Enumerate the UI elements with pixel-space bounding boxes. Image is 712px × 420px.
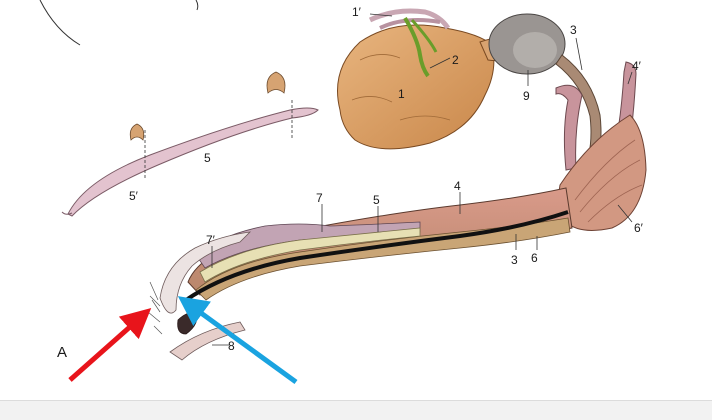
panel-label-a: A bbox=[57, 344, 67, 361]
bladder-1 bbox=[337, 24, 495, 150]
label-3-bottom: 3 bbox=[511, 253, 518, 267]
label-6: 6 bbox=[531, 251, 538, 265]
label-4p: 4′ bbox=[632, 59, 642, 73]
ligament-2b bbox=[410, 18, 438, 53]
red-arrow bbox=[68, 308, 152, 382]
edge-curve-small bbox=[195, 0, 199, 11]
label-7: 7 bbox=[316, 191, 323, 205]
anatomy-illustration: 1′ 1 2 3 4′ 9 5 5′ 4 7 5 6′ 7′ 3 6 8 A bbox=[39, 0, 647, 385]
glans-5 bbox=[199, 227, 421, 283]
label-2: 2 bbox=[452, 53, 459, 67]
leader-6p bbox=[617, 204, 633, 223]
label-8: 8 bbox=[228, 339, 235, 353]
label-7p: 7′ bbox=[206, 233, 216, 247]
leader-4p bbox=[627, 71, 633, 85]
label-5-free: 5 bbox=[204, 151, 211, 165]
penile-urethra-3 bbox=[184, 210, 569, 302]
cross-section-left bbox=[129, 123, 145, 141]
label-4: 4 bbox=[454, 179, 461, 193]
anatomy-figure: 1′ 1 2 3 4′ 9 5 5′ 4 7 5 6′ 7′ 3 6 8 A bbox=[39, 0, 647, 385]
bladder-texture-2 bbox=[351, 96, 393, 103]
muscle-6p-fibers bbox=[574, 139, 643, 223]
edge-curve-left bbox=[39, 0, 81, 46]
label-5-shaft: 5 bbox=[373, 193, 380, 207]
label-9: 9 bbox=[523, 89, 530, 103]
corpus-6 bbox=[195, 217, 571, 301]
ureters-1p bbox=[368, 8, 451, 30]
label-1p: 1′ bbox=[352, 5, 362, 19]
label-3-top: 3 bbox=[570, 23, 577, 37]
ligament-2 bbox=[403, 16, 430, 78]
label-1: 1 bbox=[398, 87, 405, 101]
orifice-outline bbox=[177, 311, 198, 335]
leader-3a bbox=[575, 37, 583, 71]
bladder-texture-1 bbox=[359, 54, 401, 61]
bottom-strip bbox=[0, 400, 712, 420]
cross-section-right bbox=[266, 71, 286, 94]
label-5p: 5′ bbox=[129, 189, 139, 203]
free-penis-tip bbox=[61, 211, 73, 215]
muscle-curve bbox=[555, 84, 583, 171]
leader-1p bbox=[369, 13, 393, 17]
leader-2 bbox=[429, 57, 451, 69]
prepuce-7p bbox=[159, 231, 252, 314]
blue-arrow bbox=[177, 296, 298, 385]
bladder-texture-3 bbox=[399, 115, 451, 121]
label-6p: 6′ bbox=[634, 221, 644, 235]
prostate-9-shade bbox=[513, 32, 557, 68]
free-penis-5 bbox=[67, 107, 319, 217]
hair-tuft bbox=[147, 281, 163, 335]
